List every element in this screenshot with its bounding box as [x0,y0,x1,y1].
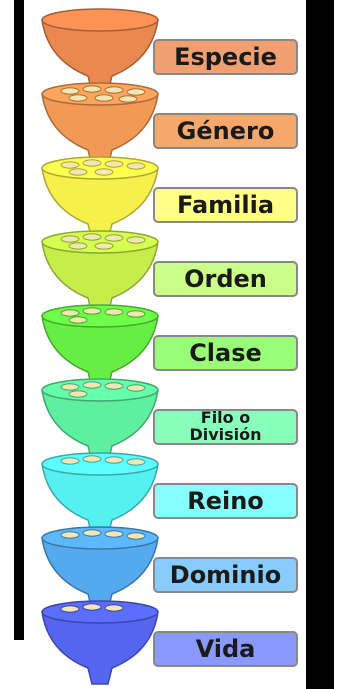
funnel-hole [126,384,146,392]
funnel-hole [126,458,146,466]
funnel-level-3 [41,230,159,315]
funnel-hole [60,161,80,169]
funnel-rim [41,8,159,32]
funnel-hole [94,242,114,250]
rank-label-orden: Orden [153,261,298,297]
funnel-hole [104,456,124,464]
funnel-hole [82,85,102,93]
funnel-rim [41,600,159,624]
funnel-hole [104,234,124,242]
funnel-hole [82,455,102,463]
funnel-hole [118,95,138,103]
funnel-hole [104,382,124,390]
funnel-hole [82,233,102,241]
funnel-hole [126,162,146,170]
funnel-hole [94,168,114,176]
funnel-level-7 [41,526,159,611]
funnel-hole [126,532,146,540]
funnel-hole [68,390,88,398]
funnel-hole [60,309,80,317]
rank-label-clase: Clase [153,335,298,371]
funnel-hole [68,242,88,250]
funnel-hole [60,531,80,539]
funnel-level-0 [41,8,159,93]
funnel-hole [104,530,124,538]
funnel-level-5 [41,378,159,463]
funnel-level-6 [41,452,159,537]
funnel-hole [60,235,80,243]
funnel-hole [60,87,80,95]
funnel-hole [82,603,102,611]
funnel-hole [104,308,124,316]
funnel-hole [104,86,124,94]
funnel-hole [82,159,102,167]
funnel-hole [82,529,102,537]
funnel-hole [82,307,102,315]
funnel-hole [60,457,80,465]
rank-label-genero: Género [153,113,298,149]
funnel-hole [68,316,88,324]
funnel-hole [104,604,124,612]
left-frame-bar [14,0,24,640]
funnel-hole [104,160,124,168]
funnel-hole [60,383,80,391]
funnel-hole [126,88,146,96]
rank-label-vida: Vida [153,631,298,667]
rank-label-filo: Filo o División [153,409,298,445]
funnel-hole [60,605,80,613]
rank-label-especie: Especie [153,39,298,75]
funnel-bowl [41,611,159,685]
funnel-hole [94,94,114,102]
funnel-level-2 [41,156,159,241]
rank-label-dominio: Dominio [153,557,298,593]
rank-label-familia: Familia [153,187,298,223]
funnel-hole [68,168,88,176]
funnel-hole [68,94,88,102]
funnel-hole [126,236,146,244]
funnel-level-4 [41,304,159,389]
funnel-hole [82,381,102,389]
rank-label-reino: Reino [153,483,298,519]
right-frame-bar [306,0,334,689]
funnel-hole [126,310,146,318]
funnel-level-1 [41,82,159,167]
funnel-level-8 [41,600,159,685]
